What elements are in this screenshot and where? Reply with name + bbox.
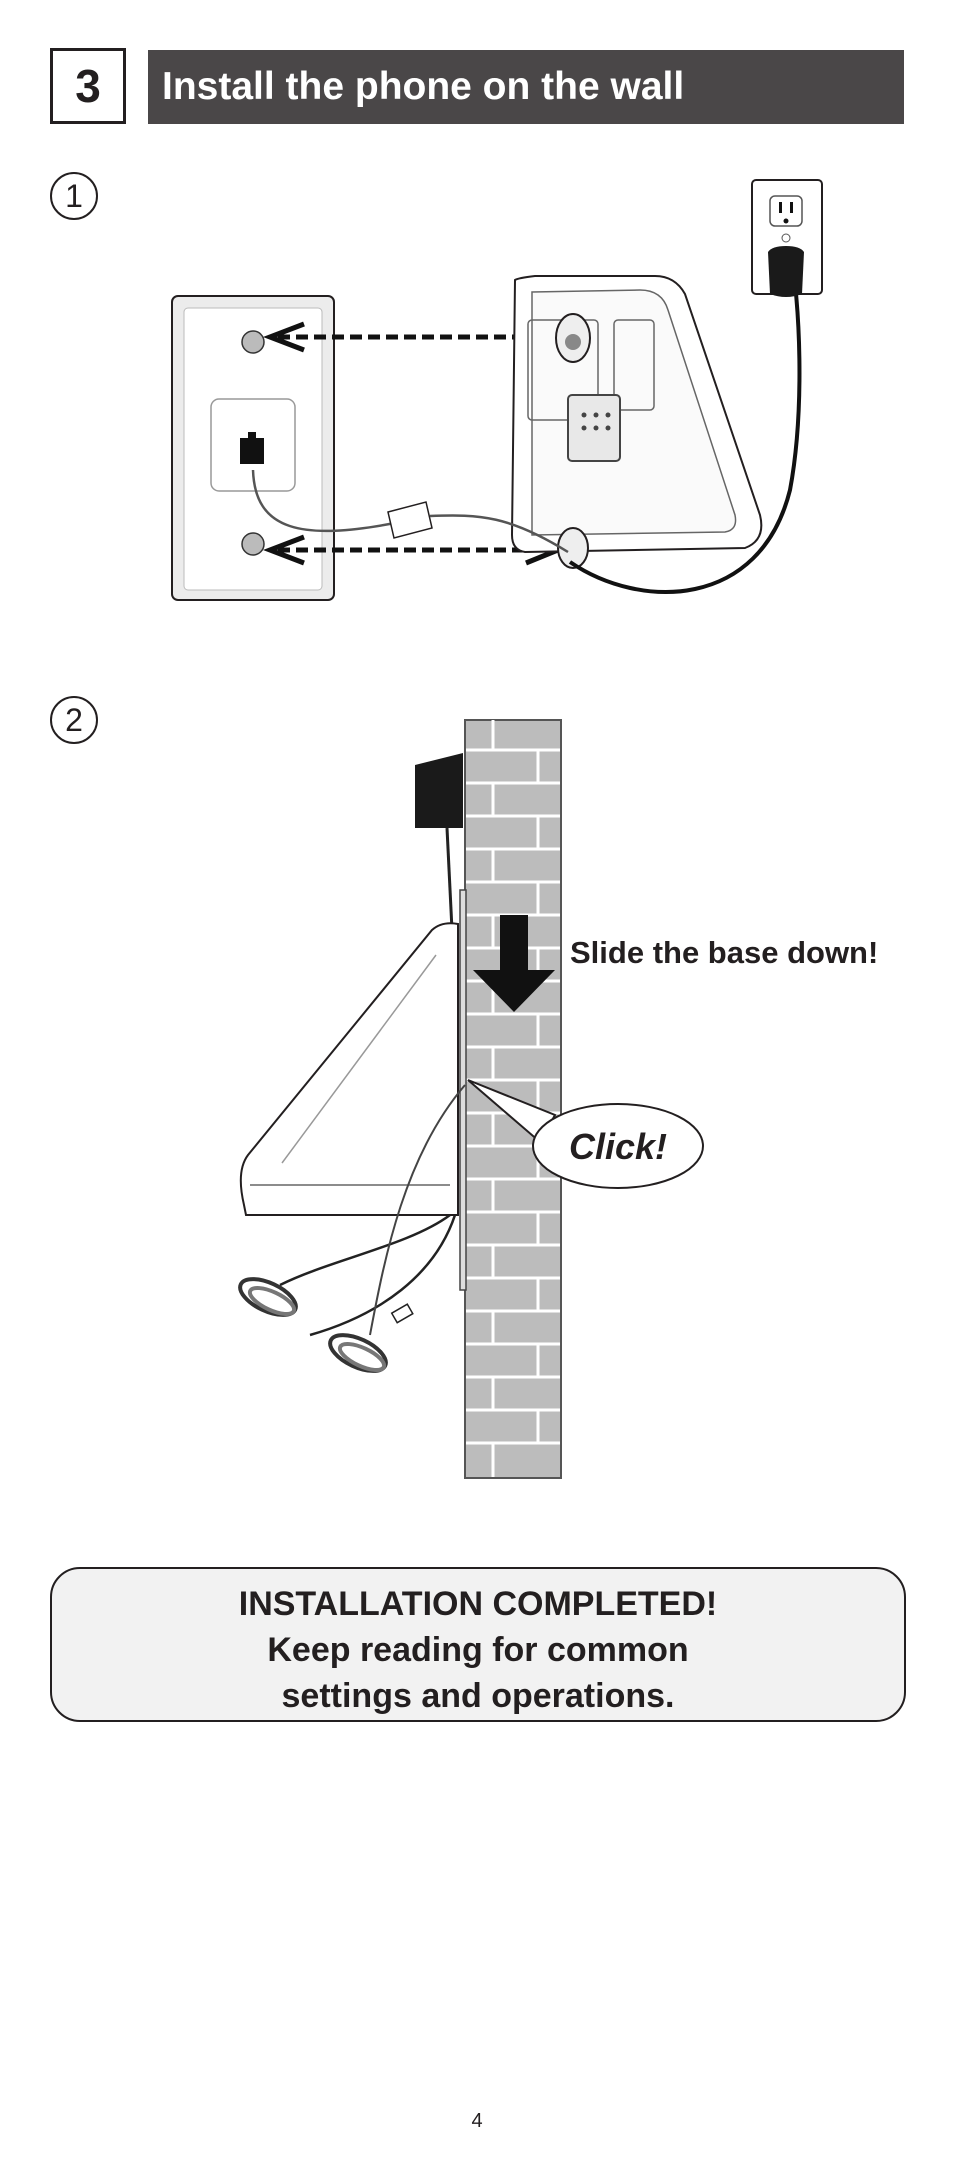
step-1-marker: 1 <box>50 172 98 220</box>
step-2-marker: 2 <box>50 696 98 744</box>
lower-mounting-stud <box>241 532 265 556</box>
phone-base-side <box>239 889 467 1291</box>
coiled-cord-left <box>238 1277 298 1317</box>
completion-line-2: Keep reading for common <box>267 1631 689 1669</box>
phone-jack-icon <box>240 432 264 464</box>
telephone-line-cord <box>251 469 401 533</box>
step-number-box: 3 <box>50 48 126 124</box>
power-outlet <box>751 179 823 297</box>
step-2-number: 2 <box>65 701 83 738</box>
coiled-cord-right <box>328 1333 388 1373</box>
completion-heading: INSTALLATION COMPLETED! <box>238 1585 718 1623</box>
power-cord <box>568 249 802 594</box>
section-title-bar: Install the phone on the wall <box>148 50 904 124</box>
telephone-line-cord <box>369 1084 466 1336</box>
completion-line-3: settings and operations. <box>281 1677 675 1715</box>
slide-instruction: Slide the base down! <box>570 935 879 970</box>
click-callout: Click! <box>467 1079 704 1189</box>
section-title: Install the phone on the wall <box>162 65 685 108</box>
step-number: 3 <box>75 60 101 112</box>
wall-plate <box>171 295 335 601</box>
power-adapter <box>768 246 804 297</box>
line-cord-plug <box>387 501 433 539</box>
click-label: Click! <box>569 1126 667 1167</box>
phone-base <box>510 275 763 569</box>
step-1-illustration <box>171 179 823 601</box>
power-adapter <box>415 753 463 828</box>
page-number: 4 <box>471 2110 483 2132</box>
power-cord <box>279 1213 451 1287</box>
upper-mounting-stud <box>241 330 265 354</box>
step-1-number: 1 <box>65 177 83 214</box>
slide-down-arrow-icon <box>473 915 555 1012</box>
step-2-illustration: Click! <box>238 719 704 1479</box>
completion-box: INSTALLATION COMPLETED! Keep reading for… <box>50 1567 906 1722</box>
